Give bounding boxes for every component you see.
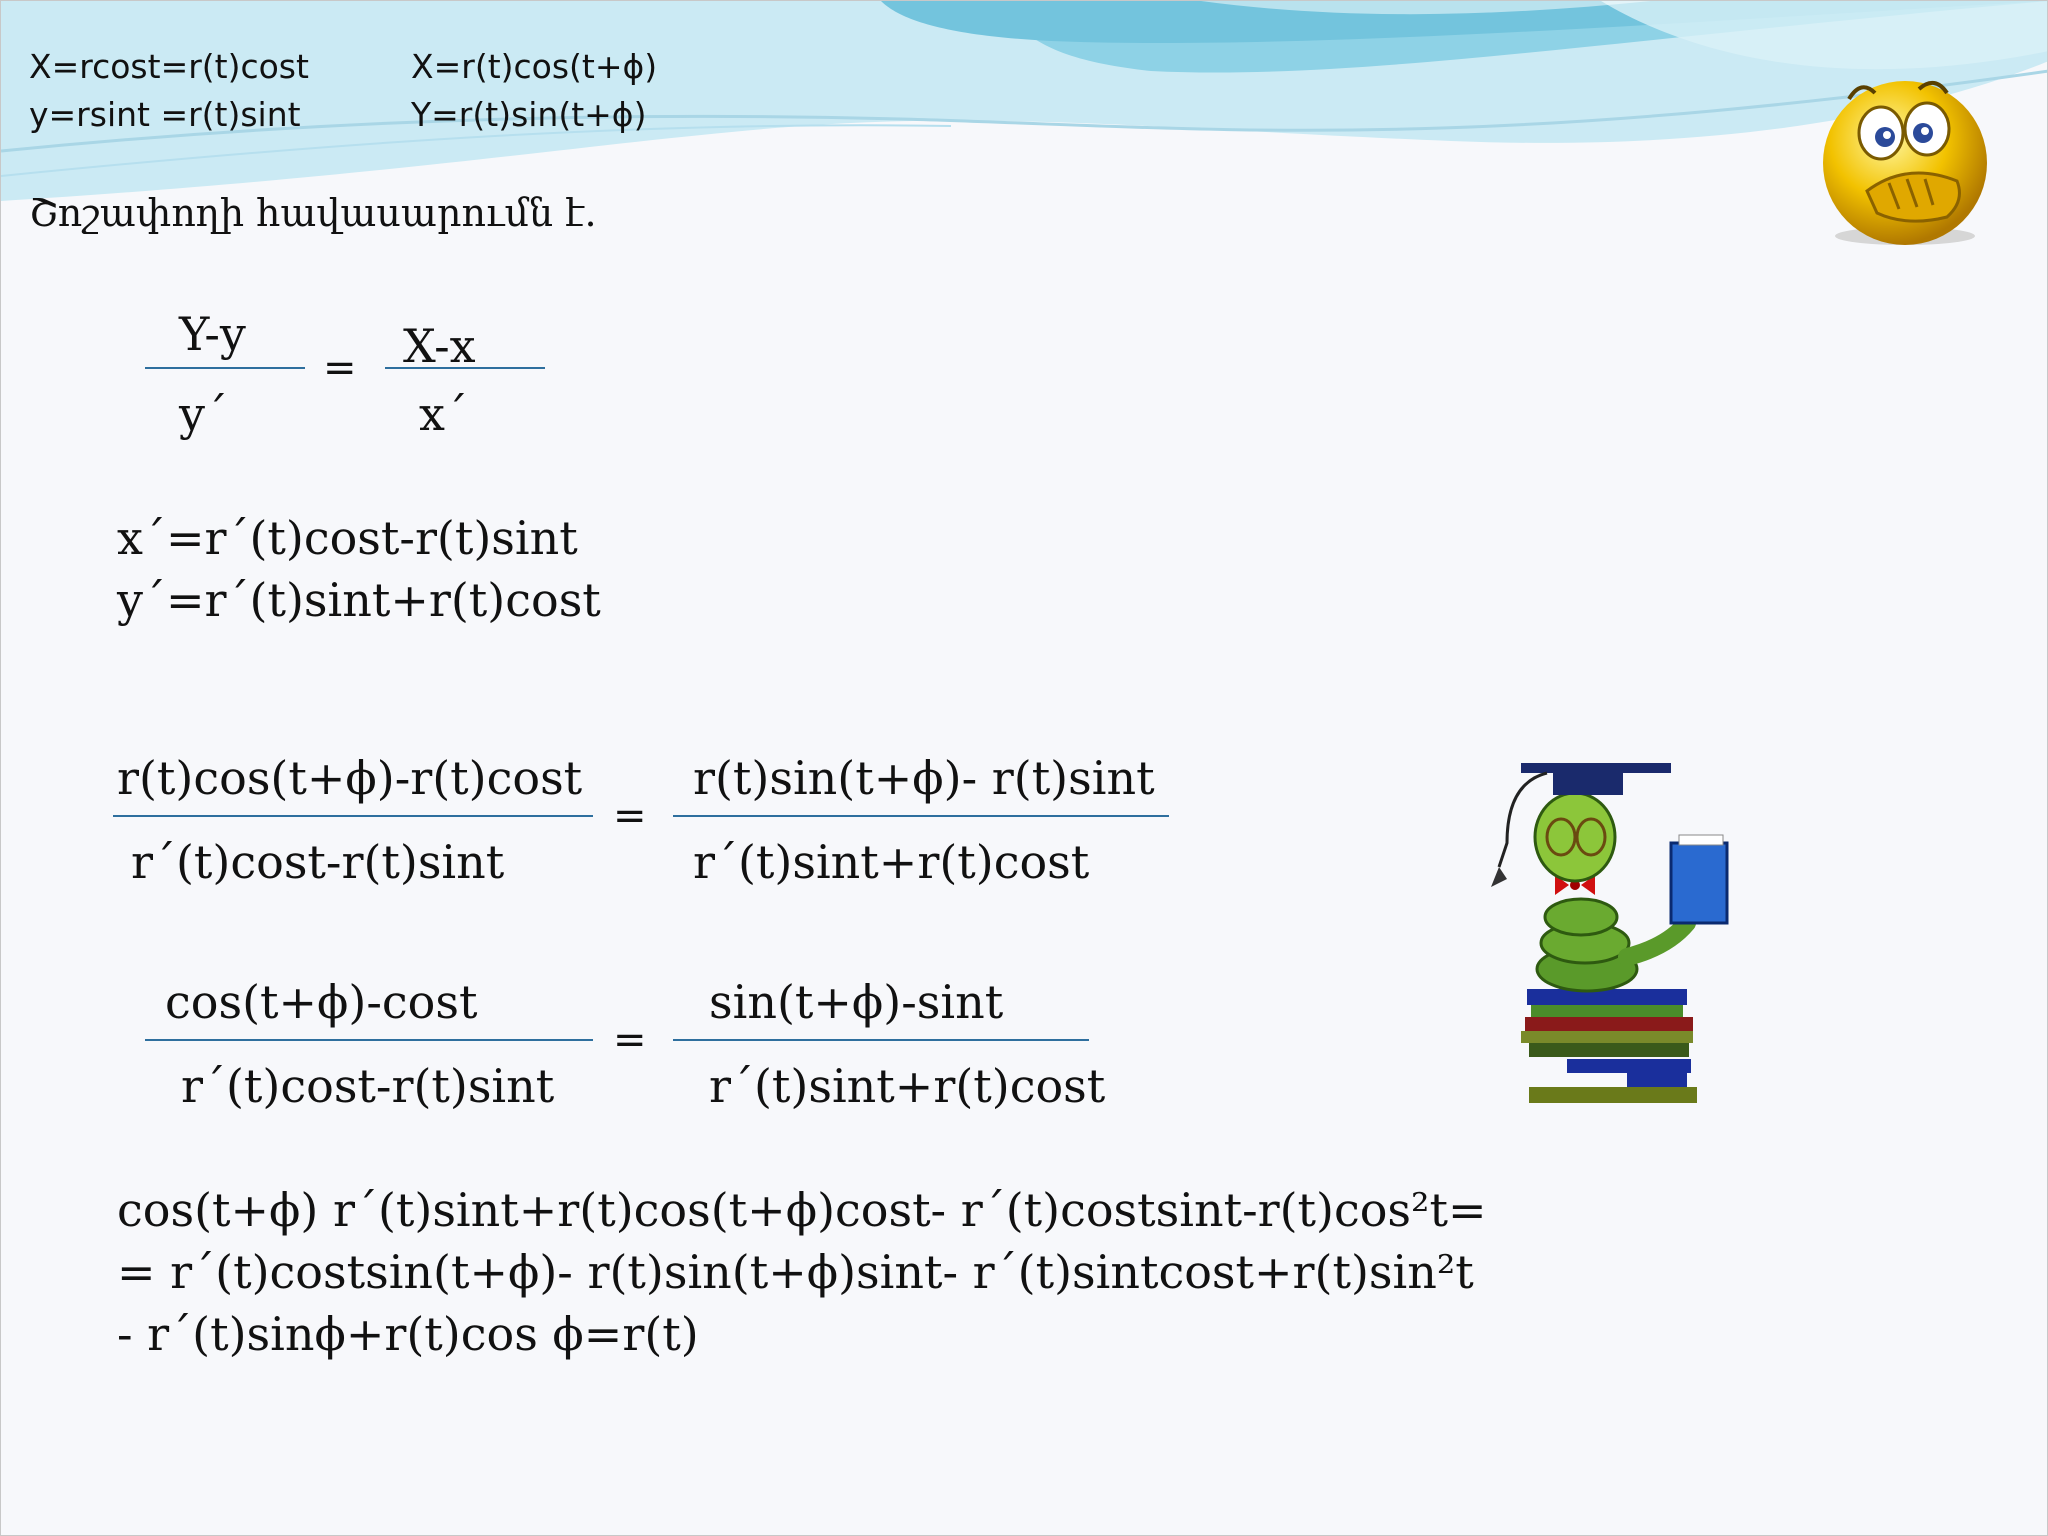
fraction-denominator: y΄ — [179, 387, 228, 441]
fraction-bar — [145, 1039, 593, 1041]
header-formula-x: X=rcost=r(t)cost — [29, 47, 309, 86]
equals-sign: = — [613, 1017, 647, 1063]
derivative-y: y΄=r΄(t)sint+r(t)cost — [117, 573, 601, 627]
result-line-3: - r΄(t)sinϕ+r(t)cos ϕ=r(t) — [117, 1307, 699, 1361]
fraction-numerator: r(t)sin(t+ϕ)- r(t)sint — [693, 751, 1155, 805]
header-formula-Y-shifted: Y=r(t)sin(t+ϕ) — [411, 95, 647, 134]
fraction-bar — [673, 1039, 1089, 1041]
fraction-denominator: r΄(t)cost-r(t)sint — [181, 1059, 555, 1113]
fraction-bar — [385, 367, 545, 369]
fraction-denominator: x΄ — [419, 387, 468, 441]
fraction-bar — [145, 367, 305, 369]
header-formula-y: y=rsint =r(t)sint — [29, 95, 301, 134]
bookworm-graduate-clipart — [1491, 763, 1729, 1103]
fraction-numerator: sin(t+ϕ)-sint — [709, 975, 1004, 1029]
fraction-bar — [673, 815, 1169, 817]
equals-sign: = — [613, 793, 647, 839]
fraction-denominator: r΄(t)sint+r(t)cost — [693, 835, 1090, 889]
tangent-equation-heading: Շոշափողի հավասարումն է. — [29, 191, 597, 235]
fraction-numerator: cos(t+ϕ)-cost — [165, 975, 478, 1029]
fraction-numerator: Y-y — [179, 307, 246, 361]
derivative-x: x΄=r΄(t)cost-r(t)sint — [117, 511, 578, 565]
fraction-denominator: r΄(t)sint+r(t)cost — [709, 1059, 1106, 1113]
result-line-2: = r΄(t)costsin(t+ϕ)- r(t)sin(t+ϕ)sint- r… — [117, 1245, 1474, 1299]
fraction-numerator: X-x — [403, 319, 476, 373]
fraction-numerator: r(t)cos(t+ϕ)-r(t)cost — [117, 751, 583, 805]
thinking-smiley-clipart — [1823, 81, 1987, 245]
wave-banner-graphic — [1, 1, 2047, 201]
equals-sign: = — [323, 345, 357, 391]
header-formula-X-shifted: X=r(t)cos(t+ϕ) — [411, 47, 658, 86]
fraction-bar — [113, 815, 593, 817]
result-line-1: cos(t+ϕ) r΄(t)sint+r(t)cos(t+ϕ)cost- r΄(… — [117, 1183, 1487, 1237]
fraction-denominator: r΄(t)cost-r(t)sint — [131, 835, 505, 889]
